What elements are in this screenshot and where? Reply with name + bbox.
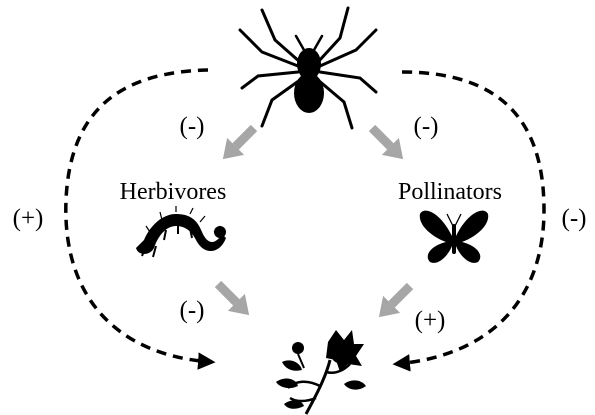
sign-spider-herbivores: (-) [180,113,205,140]
flowering-plant-icon [276,330,366,414]
herbivores-label: Herbivores [120,179,227,205]
arrow-pollinators-to-plant [370,278,418,326]
butterfly-icon [420,211,488,263]
direct-arrows [210,120,419,326]
sign-pollinators-plant: (+) [415,307,446,334]
caterpillar-icon [136,206,226,257]
spider-icon [240,8,376,128]
sign-herbivores-plant: (-) [180,297,205,324]
arrow-herbivores-to-plant [210,276,258,324]
arrow-spider-to-pollinators [364,120,412,168]
sign-indirect-right: (-) [562,205,587,232]
pollinators-label: Pollinators [398,179,502,205]
sign-indirect-left: (+) [13,205,44,232]
sign-spider-pollinators: (-) [414,113,439,140]
arrow-spider-to-herbivores [214,120,262,168]
